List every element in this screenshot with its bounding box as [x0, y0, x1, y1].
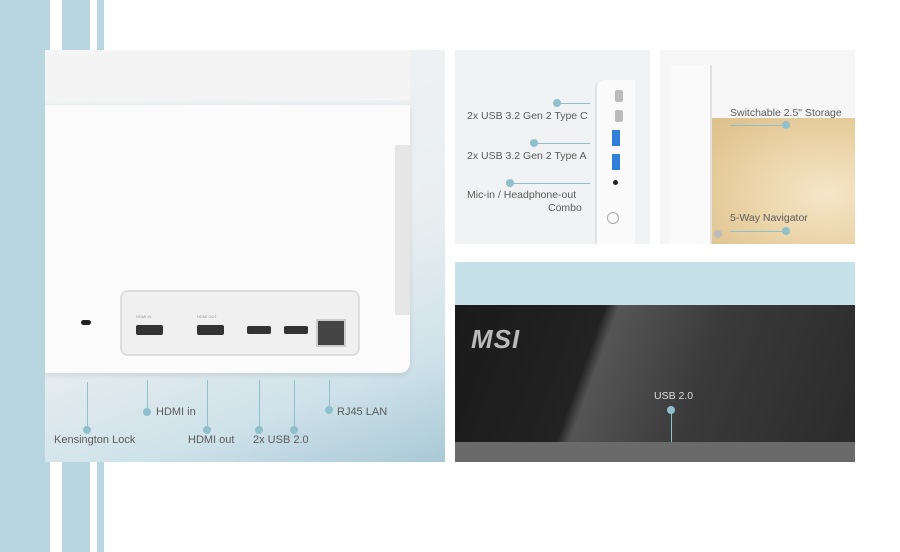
rj45-port	[316, 319, 346, 347]
callout-storage: Switchable 2.5" Storage	[730, 107, 842, 119]
bezel-bottom	[455, 442, 855, 462]
callout-navigator: 5-Way Navigator	[730, 212, 808, 224]
callout-kensington-lock: Kensington Lock	[54, 434, 136, 446]
storage-panel: Switchable 2.5" Storage 5-Way Navigator	[660, 50, 855, 244]
hdmi-in-label: HDMI IN	[136, 314, 152, 319]
monitor-side-body	[670, 65, 712, 244]
port-bay: HDMI IN HDMI OUT	[120, 290, 360, 356]
callout-rj45: RJ45 LAN	[337, 406, 388, 418]
msi-logo: MSI	[471, 324, 521, 354]
usb-c-port	[615, 110, 623, 122]
hdmi-in-port	[136, 325, 163, 335]
callout-hdmi-in: HDMI in	[156, 406, 196, 418]
usb-a-port	[612, 154, 620, 170]
power-button	[607, 212, 619, 224]
monitor-body	[45, 50, 410, 100]
callout-hdmi-out: HDMI out	[188, 434, 235, 446]
usb-port	[247, 326, 271, 334]
kensington-lock-slot	[81, 320, 91, 325]
callout-audio: Mic-in / Headphone-out	[467, 189, 577, 201]
audio-jack	[613, 180, 618, 185]
monitor-side	[395, 145, 410, 315]
callout-audio-combo: Combo	[548, 202, 582, 214]
rear-ports-panel: HDMI IN HDMI OUT Kensington Lock HDMI in…	[45, 50, 445, 462]
usb-c-port	[615, 90, 623, 102]
decor-stripe	[0, 0, 50, 552]
callout-usb2: 2x USB 2.0	[253, 434, 309, 446]
navigator-button	[714, 230, 722, 238]
callout-usb-a: 2x USB 3.2 Gen 2 Type A	[467, 150, 587, 162]
usb-port	[284, 326, 308, 334]
hdmi-out-label: HDMI OUT	[197, 314, 217, 319]
front-panel: MSI USB 2.0	[455, 262, 855, 462]
hdmi-out-port	[197, 325, 224, 335]
callout-front-usb: USB 2.0	[654, 390, 694, 402]
callout-usb-c: 2x USB 3.2 Gen 2 Type C	[467, 110, 588, 122]
usb-a-port	[612, 130, 620, 146]
monitor-bezel	[455, 305, 855, 462]
storage-drive	[712, 118, 855, 244]
side-ports-panel: 2x USB 3.2 Gen 2 Type C 2x USB 3.2 Gen 2…	[455, 50, 650, 244]
